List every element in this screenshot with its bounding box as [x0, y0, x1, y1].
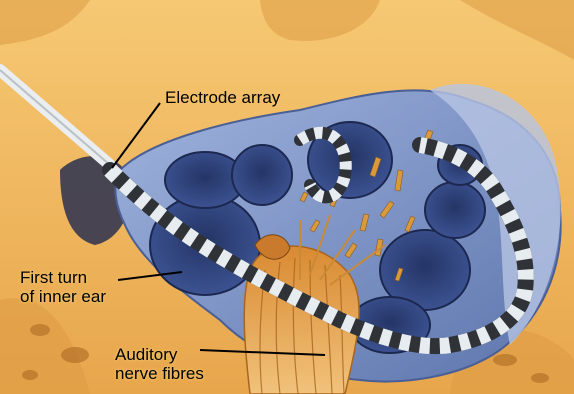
auditory-line2: nerve fibres — [115, 364, 204, 383]
auditory-line1: Auditory — [115, 345, 204, 364]
first-turn-line2: of inner ear — [20, 287, 106, 306]
auditory-nerve-label: Auditory nerve fibres — [115, 345, 204, 383]
electrode-array-label: Electrode array — [165, 88, 280, 107]
electrode-array-text: Electrode array — [165, 88, 280, 107]
first-turn-line1: First turn — [20, 268, 106, 287]
first-turn-label: First turn of inner ear — [20, 268, 106, 306]
